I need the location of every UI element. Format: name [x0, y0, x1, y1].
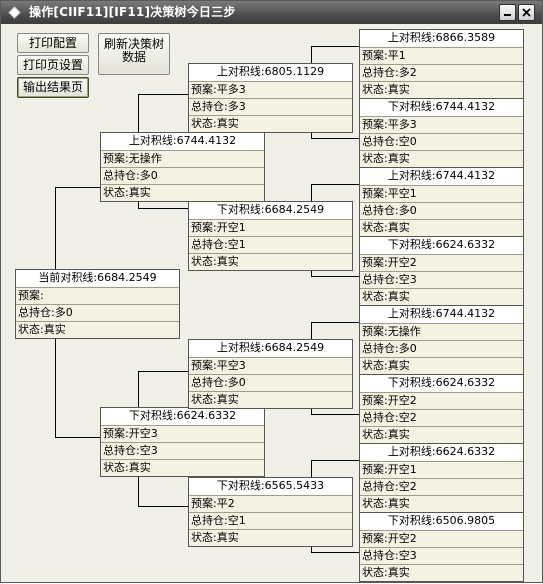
node-plan: 预案:无操作	[360, 323, 523, 340]
node-plan: 预案:开空3	[101, 425, 264, 442]
node-header: 上对积线:6684.2549	[189, 340, 352, 357]
node-plan: 预案:开空1	[189, 219, 352, 236]
node-plan: 预案:开空1	[360, 461, 523, 478]
tree-node-l2-ud[interactable]: 下对积线:6684.2549 预案:开空1 总持仓:空1 状态:真实	[188, 201, 353, 271]
node-status: 状态:真实	[360, 219, 523, 236]
node-position: 总持仓:多3	[189, 98, 352, 115]
node-status: 状态:真实	[16, 321, 179, 338]
node-position: 总持仓:空3	[360, 547, 523, 564]
node-header: 下对积线:6624.6332	[360, 375, 523, 392]
node-position: 总持仓:空1	[189, 236, 352, 253]
tree-node-l2-dd[interactable]: 下对积线:6565.5433 预案:平2 总持仓:空1 状态:真实	[188, 477, 353, 547]
node-header: 上对积线:6744.4132	[360, 306, 523, 323]
node-header: 当前对积线:6684.2549	[16, 270, 179, 287]
close-icon	[522, 8, 531, 17]
node-header: 上对积线:6744.4132	[101, 133, 264, 150]
node-plan: 预案:平空3	[189, 357, 352, 374]
close-button[interactable]	[518, 4, 535, 21]
node-plan: 预案:开空2	[360, 254, 523, 271]
node-plan: 预案:	[16, 287, 179, 304]
node-position: 总持仓:空1	[189, 512, 352, 529]
node-position: 总持仓:多0	[101, 167, 264, 184]
tree-node-l3-6[interactable]: 下对积线:6624.6332 预案:开空2 总持仓:空2 状态:真实	[359, 374, 524, 444]
minimize-icon	[504, 14, 511, 16]
tree-node-l3-2[interactable]: 下对积线:6744.4132 预案:平多3 总持仓:空0 状态:真实	[359, 98, 524, 168]
node-status: 状态:真实	[189, 529, 352, 546]
node-position: 总持仓:多2	[360, 64, 523, 81]
node-position: 总持仓:多0	[360, 202, 523, 219]
node-status: 状态:真实	[360, 495, 523, 512]
node-status: 状态:真实	[189, 391, 352, 408]
node-header: 上对积线:6744.4132	[360, 168, 523, 185]
node-position: 总持仓:空3	[101, 442, 264, 459]
title-bar[interactable]: 操作[CIIF11][IF11]决策树今日三步	[1, 1, 542, 24]
tree-node-l1-down[interactable]: 下对积线:6624.6332 预案:开空3 总持仓:空3 状态:真实	[100, 407, 265, 477]
node-status: 状态:真实	[360, 426, 523, 443]
refresh-tree-label-line2: 数据	[121, 50, 146, 64]
node-status: 状态:真实	[189, 115, 352, 132]
node-header: 下对积线:6744.4132	[360, 99, 523, 116]
node-plan: 预案:无操作	[101, 150, 264, 167]
refresh-tree-button[interactable]: 刷新决策树 数据	[98, 33, 170, 75]
minimize-button[interactable]	[499, 4, 516, 21]
node-plan: 预案:平多3	[360, 116, 523, 133]
node-status: 状态:真实	[360, 81, 523, 98]
node-status: 状态:真实	[360, 564, 523, 581]
node-position: 总持仓:多0	[360, 340, 523, 357]
node-position: 总持仓:空2	[360, 409, 523, 426]
node-position: 总持仓:多0	[16, 304, 179, 321]
node-position: 总持仓:空0	[360, 133, 523, 150]
print-config-button[interactable]: 打印配置	[17, 33, 89, 53]
refresh-tree-label-line1: 刷新决策树	[103, 37, 164, 51]
node-plan: 预案:平多3	[189, 81, 352, 98]
node-plan: 预案:平1	[360, 47, 523, 64]
node-header: 下对积线:6565.5433	[189, 478, 352, 495]
tree-node-l3-4[interactable]: 下对积线:6624.6332 预案:开空2 总持仓:空3 状态:真实	[359, 236, 524, 306]
node-plan: 预案:平空1	[360, 185, 523, 202]
node-status: 状态:真实	[360, 357, 523, 374]
tree-node-l3-7[interactable]: 上对积线:6624.6332 预案:开空1 总持仓:空2 状态:真实	[359, 443, 524, 513]
tree-node-l1-up[interactable]: 上对积线:6744.4132 预案:无操作 总持仓:多0 状态:真实	[100, 132, 265, 202]
node-position: 总持仓:空3	[360, 271, 523, 288]
print-page-setup-button[interactable]: 打印页设置	[17, 55, 89, 75]
node-status: 状态:真实	[101, 459, 264, 476]
node-header: 下对积线:6506.9805	[360, 513, 523, 530]
diamond-icon	[8, 6, 21, 19]
node-position: 总持仓:多0	[189, 374, 352, 391]
export-result-button[interactable]: 输出结果页	[17, 77, 89, 98]
node-status: 状态:真实	[360, 288, 523, 305]
tree-node-l2-uu[interactable]: 上对积线:6805.1129 预案:平多3 总持仓:多3 状态:真实	[188, 63, 353, 133]
tree-node-l3-3[interactable]: 上对积线:6744.4132 预案:平空1 总持仓:多0 状态:真实	[359, 167, 524, 237]
node-status: 状态:真实	[101, 184, 264, 201]
node-position: 总持仓:空2	[360, 478, 523, 495]
tree-node-l2-du[interactable]: 上对积线:6684.2549 预案:平空3 总持仓:多0 状态:真实	[188, 339, 353, 409]
tree-node-l3-5[interactable]: 上对积线:6744.4132 预案:无操作 总持仓:多0 状态:真实	[359, 305, 524, 375]
node-header: 上对积线:6805.1129	[189, 64, 352, 81]
node-plan: 预案:开空2	[360, 392, 523, 409]
tree-node-l3-1[interactable]: 上对积线:6866.3589 预案:平1 总持仓:多2 状态:真实	[359, 29, 524, 99]
node-header: 上对积线:6866.3589	[360, 30, 523, 47]
window-title: 操作[CIIF11][IF11]决策树今日三步	[29, 5, 236, 19]
tree-node-root[interactable]: 当前对积线:6684.2549 预案: 总持仓:多0 状态:真实	[15, 269, 180, 339]
node-header: 下对积线:6624.6332	[360, 237, 523, 254]
node-plan: 预案:平2	[189, 495, 352, 512]
tree-node-l3-8[interactable]: 下对积线:6506.9805 预案:开空2 总持仓:空3 状态:真实	[359, 512, 524, 582]
node-header: 上对积线:6624.6332	[360, 444, 523, 461]
node-status: 状态:真实	[189, 253, 352, 270]
node-status: 状态:真实	[360, 150, 523, 167]
node-header: 下对积线:6624.6332	[101, 408, 264, 425]
node-header: 下对积线:6684.2549	[189, 202, 352, 219]
node-plan: 预案:开空2	[360, 530, 523, 547]
